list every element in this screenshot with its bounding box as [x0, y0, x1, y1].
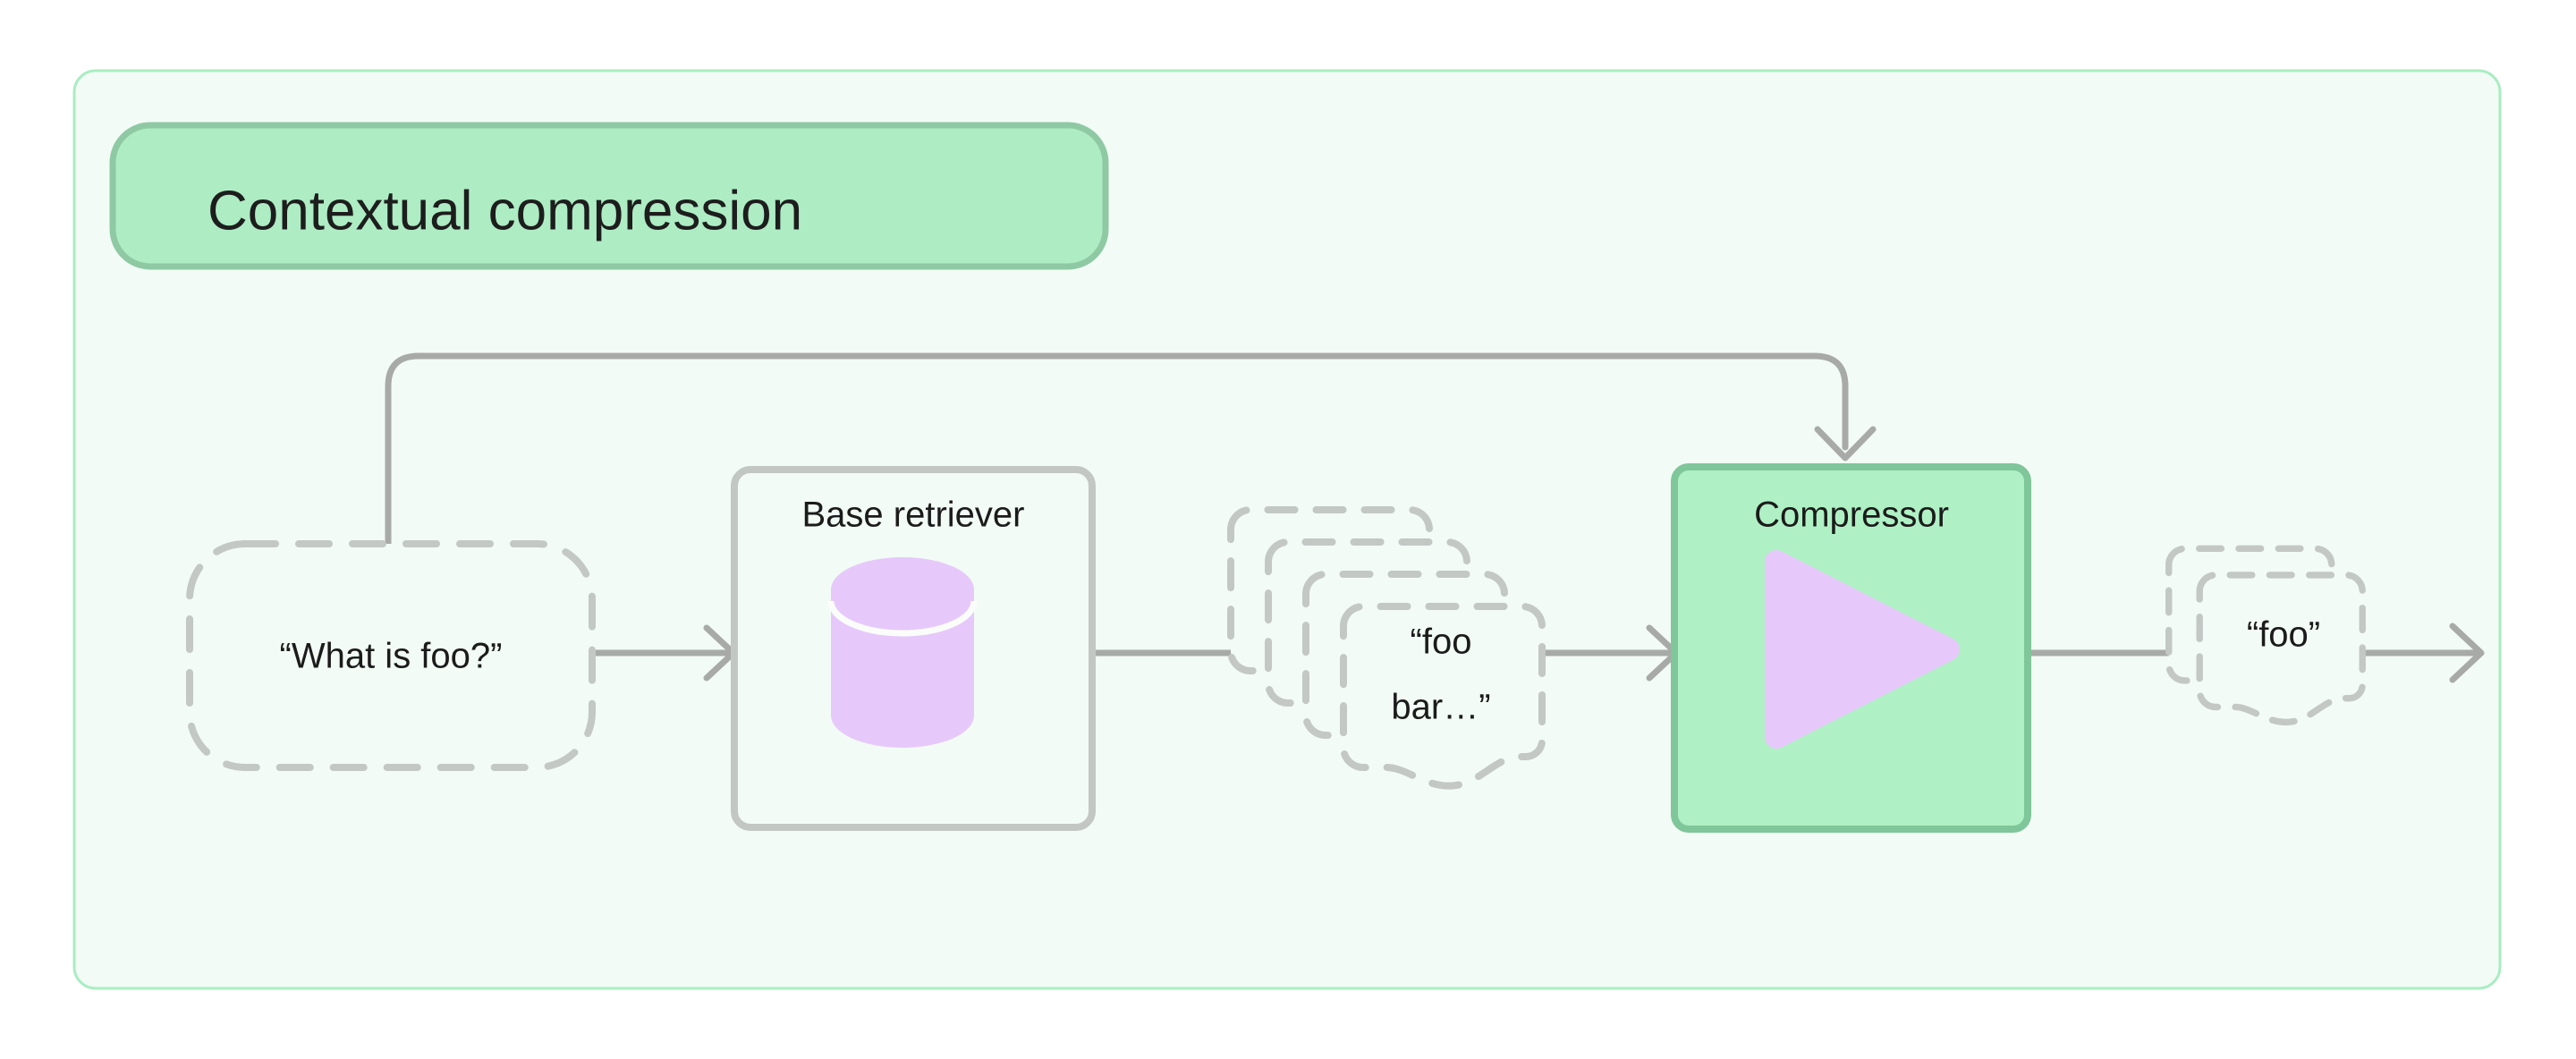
compressed-documents-stack[interactable]: “foo”	[2169, 548, 2362, 722]
compressor-node[interactable]: Compressor	[1671, 463, 2031, 833]
title-badge: Contextual compression	[109, 122, 1109, 270]
edge-query-feedback-to-compressor	[385, 352, 1877, 549]
compressor-label: Compressor	[1754, 496, 1949, 535]
query-node-outline	[186, 540, 596, 771]
query-node[interactable]: “What is foo?”	[186, 540, 596, 771]
title-badge-label: Contextual compression	[208, 180, 802, 241]
retrieved-documents-line-2: bar…”	[1391, 688, 1490, 727]
compressed-documents-line-1: “foo”	[2247, 615, 2320, 655]
retrieved-documents-stack[interactable]: “foo bar…”	[1231, 510, 1542, 786]
play-triangle-icon	[1765, 550, 1960, 749]
arrowhead-down-icon	[1814, 426, 1877, 462]
arrowhead-right-icon	[2449, 623, 2485, 683]
edge-output-exit	[2360, 623, 2485, 683]
query-node-label: “What is foo?”	[280, 637, 503, 676]
base-retriever-label: Base retriever	[802, 496, 1025, 535]
retrieved-documents-line-1: “foo	[1411, 623, 1472, 662]
database-cylinder-icon	[827, 557, 978, 748]
title-badge-pill	[109, 122, 1109, 270]
base-retriever-node[interactable]: Base retriever	[731, 466, 1096, 831]
